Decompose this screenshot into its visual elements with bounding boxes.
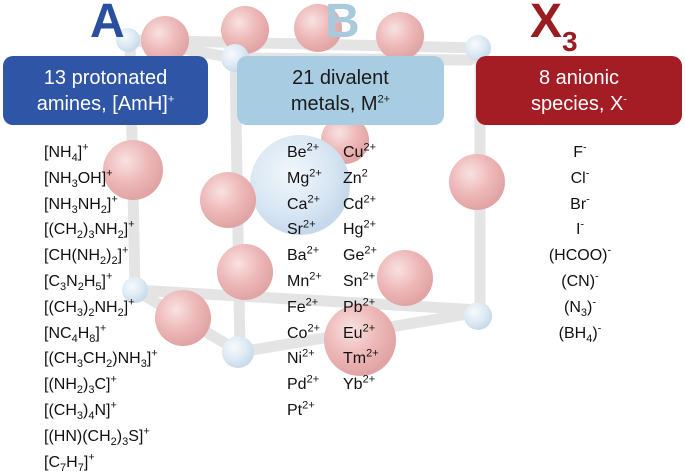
metals-col1-item: Be2+ bbox=[287, 141, 320, 161]
metals-col1-item: Ca2+ bbox=[287, 193, 320, 213]
amines-item: [NC4H8]+ bbox=[44, 322, 107, 345]
metals-col1-item: Co2+ bbox=[287, 322, 320, 342]
site-a-letter: A bbox=[90, 0, 125, 48]
site-x-letter-main: X bbox=[530, 0, 563, 48]
metals-col2-item: Yb2+ bbox=[343, 373, 376, 394]
amines-item: [NH4]+ bbox=[44, 141, 89, 165]
amines-item: [(NH2)3C]+ bbox=[44, 373, 117, 397]
metals-col1-item: Ni2+ bbox=[287, 348, 315, 368]
header-metals: 21 divalent metals, M2+ bbox=[237, 56, 444, 125]
metals-col1-item: Pd2+ bbox=[287, 373, 320, 394]
anions-item: (BH4)- bbox=[558, 322, 602, 345]
anions-item: (HCOO)- bbox=[548, 244, 612, 265]
metal-list-column-1: Be2+ Mg2+ Ca2+ Sr2+ Ba2+ Mn2+ Fe2+ Co2+ Ni2+ Pd2+… bbox=[287, 140, 322, 424]
anions-item: F- bbox=[573, 141, 587, 161]
anions-item: Cl- bbox=[570, 167, 590, 187]
amines-item: [(CH3)4N]+ bbox=[44, 399, 117, 423]
metals-col2-item: Cu2+ bbox=[343, 141, 376, 161]
amines-item: [C7H7]+ bbox=[44, 451, 95, 474]
metals-col2-item: Sn2+ bbox=[343, 270, 376, 290]
metals-col2-item: Zn2 bbox=[343, 167, 368, 187]
metals-col2-item: Ge2+ bbox=[343, 244, 377, 265]
atoms bbox=[103, 4, 505, 376]
header-amines-line1: 13 protonated bbox=[43, 66, 168, 89]
metals-col1-item: Mg2+ bbox=[287, 167, 322, 187]
metals-col1-item: Pt2+ bbox=[287, 399, 315, 419]
site-b-letter: B bbox=[325, 0, 360, 48]
header-anions: 8 anionic species, X- bbox=[476, 56, 682, 125]
anions-item: (CN)- bbox=[561, 270, 599, 290]
amines-item: [(CH3CH2)NH3]+ bbox=[44, 348, 158, 371]
anion-list: F- Cl- Br- I- (HCOO)- (CN)- (N3)- (BH4)- bbox=[530, 140, 630, 346]
amines-item: [CH(NH2)2]+ bbox=[44, 244, 129, 268]
metals-col1-item: Sr2+ bbox=[287, 219, 316, 239]
header-anions-line2: species, X- bbox=[531, 92, 627, 115]
site-x-letter: X3 bbox=[530, 0, 578, 57]
header-amines-line2: amines, [AmH]+ bbox=[36, 92, 175, 115]
amines-item: [(HN)(CH2)3S]+ bbox=[44, 425, 150, 448]
anions-item: Br- bbox=[570, 193, 590, 213]
metals-col2-item: Cd2+ bbox=[343, 193, 376, 213]
amines-item: [(CH3)2NH2]+ bbox=[44, 296, 135, 319]
metals-col2-item: Tm2+ bbox=[343, 348, 379, 368]
amines-item: [NH3OH]+ bbox=[44, 167, 113, 190]
amines-item: [NH3NH2]+ bbox=[44, 193, 118, 216]
amines-item: [C3N2H5]+ bbox=[44, 270, 113, 294]
anions-item: (N3)- bbox=[563, 296, 596, 319]
metals-col2-item: Hg2+ bbox=[343, 219, 376, 239]
header-amines: 13 protonated amines, [AmH]+ bbox=[3, 56, 208, 125]
header-metals-line2: metals, M2+ bbox=[290, 92, 391, 115]
header-metals-line1: 21 divalent bbox=[292, 66, 389, 89]
header-anions-line1: 8 anionic bbox=[538, 66, 620, 89]
metals-col2-item: Eu2+ bbox=[343, 322, 376, 342]
site-x-letter-subscript: 3 bbox=[562, 26, 578, 57]
metals-col1-item: Ba2+ bbox=[287, 244, 320, 265]
amines-item: [(CH2)3NH2]+ bbox=[44, 219, 135, 242]
anions-item: I- bbox=[575, 219, 585, 239]
metals-col2-item: Pb2+ bbox=[343, 296, 376, 316]
metals-col1-item: Mn2+ bbox=[287, 270, 322, 290]
metals-col1-item: Fe2+ bbox=[287, 296, 319, 316]
amine-list: [NH4]+[NH3OH]+ [NH3NH2]+ [(CH2)3NH2]+[CH(N… bbox=[44, 140, 158, 475]
